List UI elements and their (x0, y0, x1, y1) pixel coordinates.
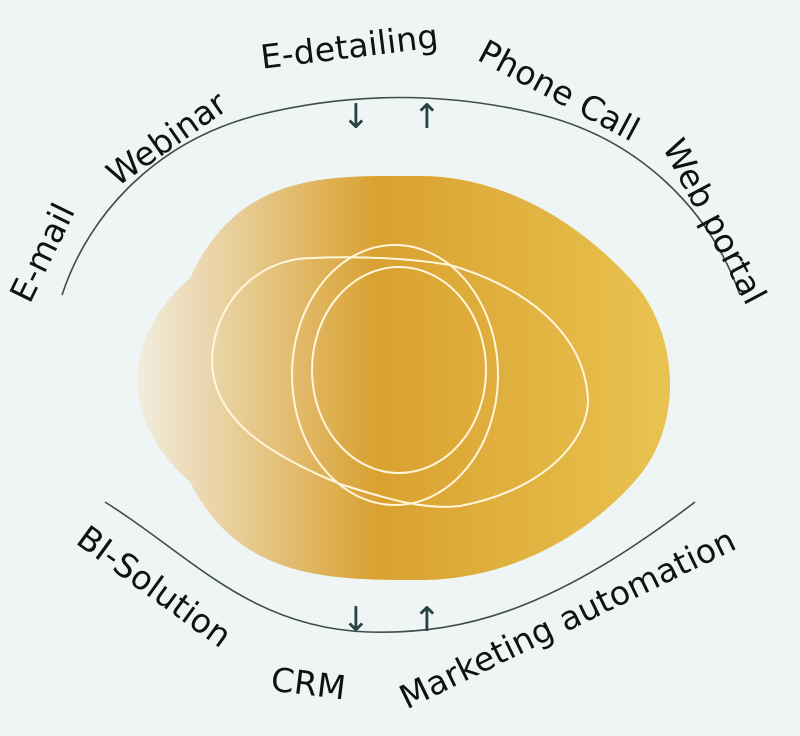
top-down-arrow-icon: ↓ (341, 97, 371, 137)
top-arc (61, 96, 741, 296)
bottom-down-arrow-icon: ↓ (341, 600, 371, 640)
inner-rounded-outline (210, 256, 590, 508)
bottom-arc (104, 501, 696, 633)
bottom-up-arrow-icon: ↑ (412, 600, 442, 640)
inner-circle-large (291, 244, 499, 506)
label-crm: CRM (268, 659, 349, 708)
central-hub-shape (137, 175, 670, 580)
inner-circle-small (311, 266, 487, 474)
top-up-arrow-icon: ↑ (412, 97, 442, 137)
